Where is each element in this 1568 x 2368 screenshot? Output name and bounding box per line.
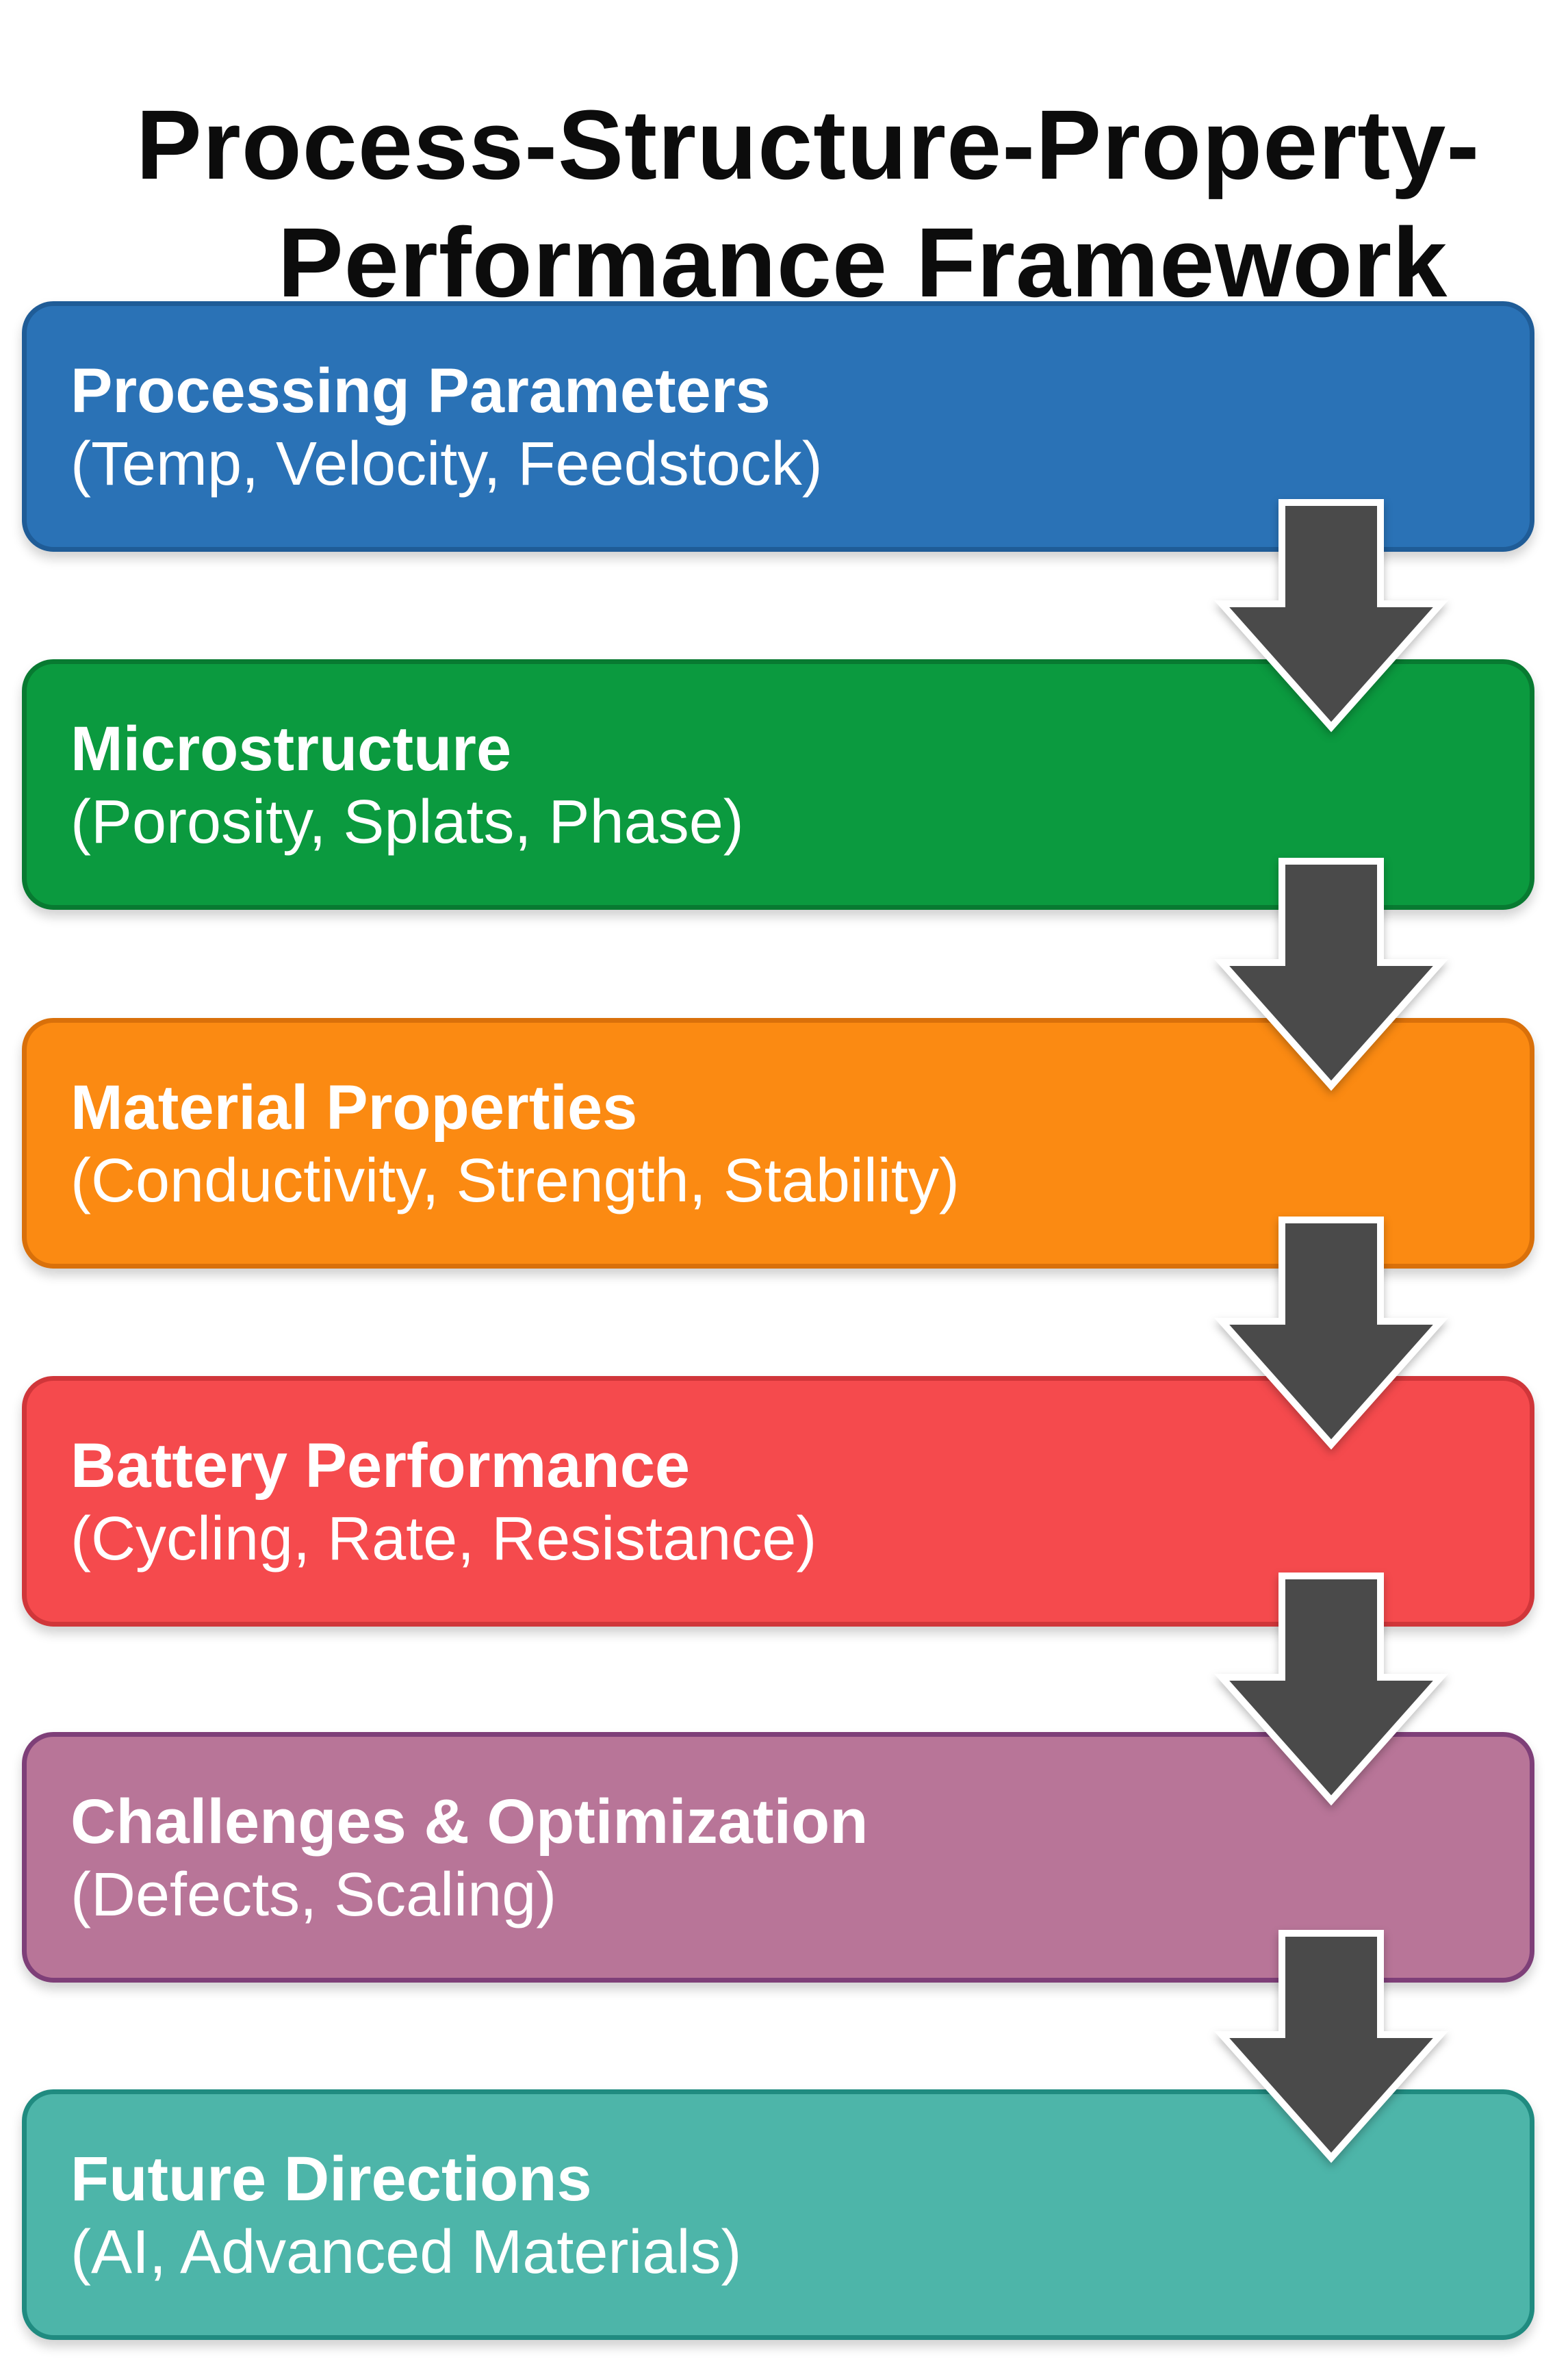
title-line-1: Process-Structure-Property- (136, 90, 1480, 201)
stage-details: (Temp, Velocity, Feedstock) (70, 430, 823, 498)
stage-details: (AI, Advanced Materials) (70, 2218, 742, 2287)
stage-heading: Processing Parameters (70, 356, 771, 426)
down-arrow-icon (1213, 1217, 1449, 1450)
title-line-2: Performance Framework (277, 207, 1448, 318)
stage-details: (Defects, Scaling) (70, 1861, 557, 1929)
stage-details: (Porosity, Splats, Phase) (70, 788, 744, 856)
down-arrow-icon (1213, 499, 1449, 733)
diagram-title: Process-Structure-Property- Performance … (0, 86, 1568, 322)
stage-details: (Cycling, Rate, Resistance) (70, 1505, 817, 1573)
down-arrow-icon (1213, 858, 1449, 1091)
stage-heading: Challenges & Optimization (70, 1787, 869, 1857)
stage-heading: Material Properties (70, 1073, 638, 1143)
down-arrow-icon (1213, 1573, 1449, 1806)
stage-details: (Conductivity, Strength, Stability) (70, 1147, 960, 1215)
stage-heading: Microstructure (70, 714, 512, 784)
stage-processing-parameters: Processing Parameters (Temp, Velocity, F… (22, 301, 1534, 552)
down-arrow-icon (1213, 1930, 1449, 2163)
stage-future-directions: Future Directions (AI, Advanced Material… (22, 2089, 1534, 2340)
stage-heading: Battery Performance (70, 1431, 691, 1501)
stage-heading: Future Directions (70, 2144, 592, 2214)
stage-challenges-optimization: Challenges & Optimization (Defects, Scal… (22, 1732, 1534, 1983)
